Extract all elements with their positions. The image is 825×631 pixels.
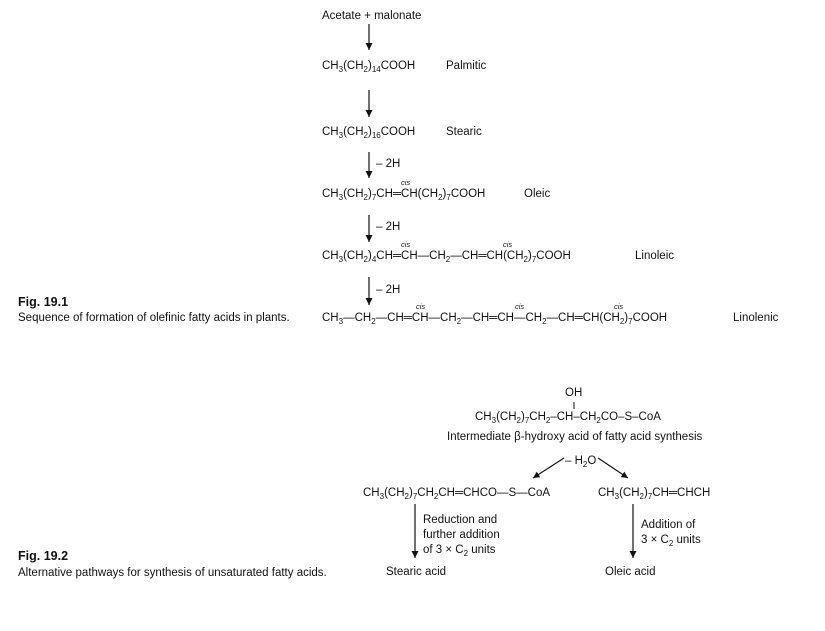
linolenic-name: Linolenic — [733, 312, 779, 324]
linoleic-formula: CH3(CH2)4CH═CH—CH2—CH═CH(CH2)7COOH — [322, 250, 571, 264]
left-step-line-2: further addition — [423, 529, 500, 541]
oleic-name: Oleic — [524, 188, 551, 200]
palmitic-formula: CH3(CH2)14COOH — [322, 60, 416, 74]
cis-label: cis — [416, 302, 426, 311]
left-step-line-1: Reduction and — [423, 514, 498, 526]
step-label-1: – 2H — [376, 158, 401, 170]
intermediate-label: Intermediate β-hydroxy acid of fatty aci… — [447, 431, 703, 443]
cis-label: cis — [401, 240, 411, 249]
start-label: Acetate + malonate — [322, 10, 422, 22]
right-step-line-1: Addition of — [641, 519, 696, 531]
palmitic-name: Palmitic — [446, 60, 487, 72]
left-product-formula: CH3(CH2)7CH2CH═CHCO—S—CoA — [363, 487, 551, 501]
fig-19-1-caption: Sequence of formation of olefinic fatty … — [18, 312, 290, 324]
linoleic-name: Linoleic — [635, 250, 674, 262]
step-label-3: – 2H — [376, 284, 401, 296]
stearic-formula: CH3(CH2)16COOH — [322, 126, 416, 140]
hydroxyl-label: OH — [565, 387, 583, 399]
linolenic-formula: CH3—CH2—CH═CH—CH2—CH═CH—CH2—CH═CH(CH2)7C… — [322, 312, 668, 326]
intermediate-formula: CH3(CH2)7CH2–CH–CH2CO–S–CoA — [475, 411, 661, 425]
stearic-acid-result: Stearic acid — [386, 566, 447, 578]
cis-label: cis — [515, 302, 525, 311]
cis-label: cis — [503, 240, 513, 249]
water-loss-label: – H2O — [565, 455, 597, 469]
step-label-2: – 2H — [376, 221, 401, 233]
fig-19-1-number: Fig. 19.1 — [18, 295, 69, 309]
right-product-formula: CH3(CH2)7CH═CHCH — [598, 487, 711, 501]
oleic-acid-result: Oleic acid — [605, 566, 656, 578]
fig-19-2-caption: Alternative pathways for synthesis of un… — [18, 567, 327, 579]
left-step-line-3: of 3 × C2 units — [423, 544, 496, 558]
oleic-formula: CH3(CH2)7CH═CH(CH2)7COOH — [322, 188, 486, 202]
arrow-to-left-product — [532, 457, 565, 479]
cis-label: cis — [614, 302, 624, 311]
fig-19-2-number: Fig. 19.2 — [18, 549, 69, 563]
cis-label: cis — [401, 178, 411, 187]
arrow-to-right-product — [597, 457, 629, 479]
right-step-line-2: 3 × C2 units — [641, 534, 701, 548]
stearic-name: Stearic — [446, 126, 482, 138]
